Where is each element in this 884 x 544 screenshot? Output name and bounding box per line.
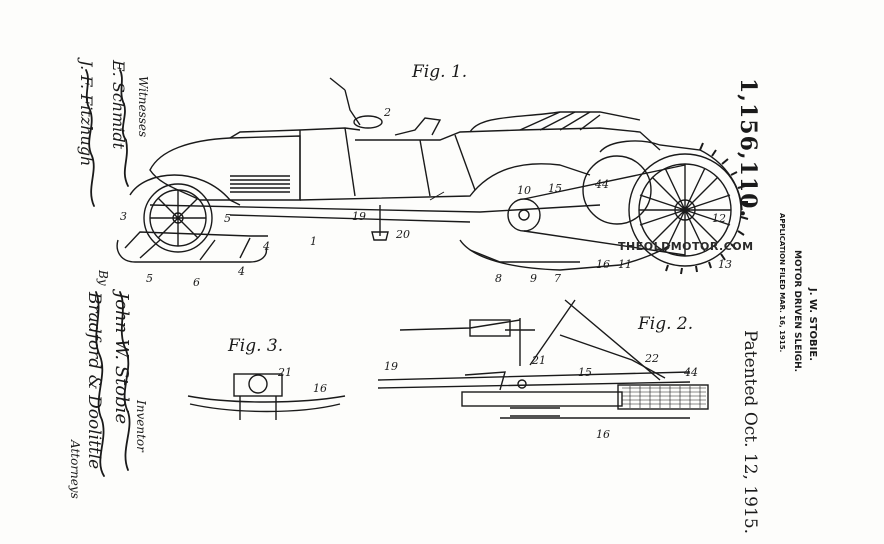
ref-numeral: 44	[595, 178, 609, 191]
ref-numeral: 10	[517, 184, 531, 197]
ref-numeral: 4	[238, 265, 245, 278]
ref-numeral: 8	[495, 272, 502, 285]
fig3-label: Fig. 3.	[228, 336, 284, 356]
fig2-drawing	[377, 299, 709, 419]
ref-numeral: 7	[554, 272, 561, 285]
ref-numeral: 15	[578, 366, 592, 379]
ref-numeral: 44	[684, 366, 698, 379]
ref-numeral: 3	[120, 210, 127, 223]
ref-numeral: 11	[618, 258, 632, 271]
signatures-art	[85, 69, 131, 477]
ref-numeral: 1	[310, 235, 317, 248]
ref-numeral: 22	[645, 352, 659, 365]
track-teeth-drawing	[665, 142, 749, 275]
fig2-label: Fig. 2.	[638, 314, 694, 334]
attorney-signature: Bradford & Doolittle	[84, 292, 104, 470]
ref-numeral: 20	[396, 228, 410, 241]
ref-numeral: 19	[384, 360, 398, 373]
watermark: THEOLDMOTOR.COM	[618, 240, 754, 253]
inventor-signature: John W. Stobie	[111, 292, 132, 425]
front-runner-drawing	[116, 231, 268, 263]
ref-numeral: 15	[548, 182, 562, 195]
ref-numeral: 4	[263, 240, 270, 253]
witnesses-label: Witnesses	[136, 76, 150, 138]
patented-date: Patented Oct. 12, 1915.	[740, 330, 760, 535]
ref-numeral: 5	[146, 272, 153, 285]
ref-numeral: 16	[596, 428, 610, 441]
attorneys-label: Attorneys	[68, 440, 82, 499]
witness-signature: E. Schmidt	[109, 60, 128, 150]
inventor-label: Inventor	[134, 400, 148, 452]
front-wheel-drawing	[143, 183, 213, 253]
ref-numeral: 19	[352, 210, 366, 223]
ref-numeral: 2	[384, 106, 391, 119]
ref-numeral: 5	[224, 212, 231, 225]
inventor-heading: J. W. STOBIE.	[807, 288, 818, 361]
fig1-label: Fig. 1.	[412, 62, 468, 82]
filing-date: APPLICATION FILED MAR. 16, 1915.	[778, 213, 786, 353]
patent-number: 1,156,110.	[735, 78, 761, 219]
ref-numeral: 21	[278, 366, 292, 379]
fig2-track-mesh	[622, 386, 706, 408]
ref-numeral: 12	[712, 212, 726, 225]
fig3-drawing	[187, 373, 346, 420]
witness-signature: J. F. Fitzhugh	[77, 60, 96, 167]
ref-numeral: 16	[596, 258, 610, 271]
invention-title: MOTOR DRIVEN SLEIGH.	[792, 250, 802, 373]
ref-numeral: 9	[530, 272, 537, 285]
ref-numeral: 21	[532, 354, 546, 367]
ref-numeral: 13	[718, 258, 732, 271]
by-label: By	[96, 270, 110, 286]
rear-track-drawing	[459, 140, 743, 271]
ref-numeral: 16	[313, 382, 327, 395]
sleigh-body-drawing	[129, 77, 661, 223]
ref-numeral: 6	[193, 276, 200, 289]
